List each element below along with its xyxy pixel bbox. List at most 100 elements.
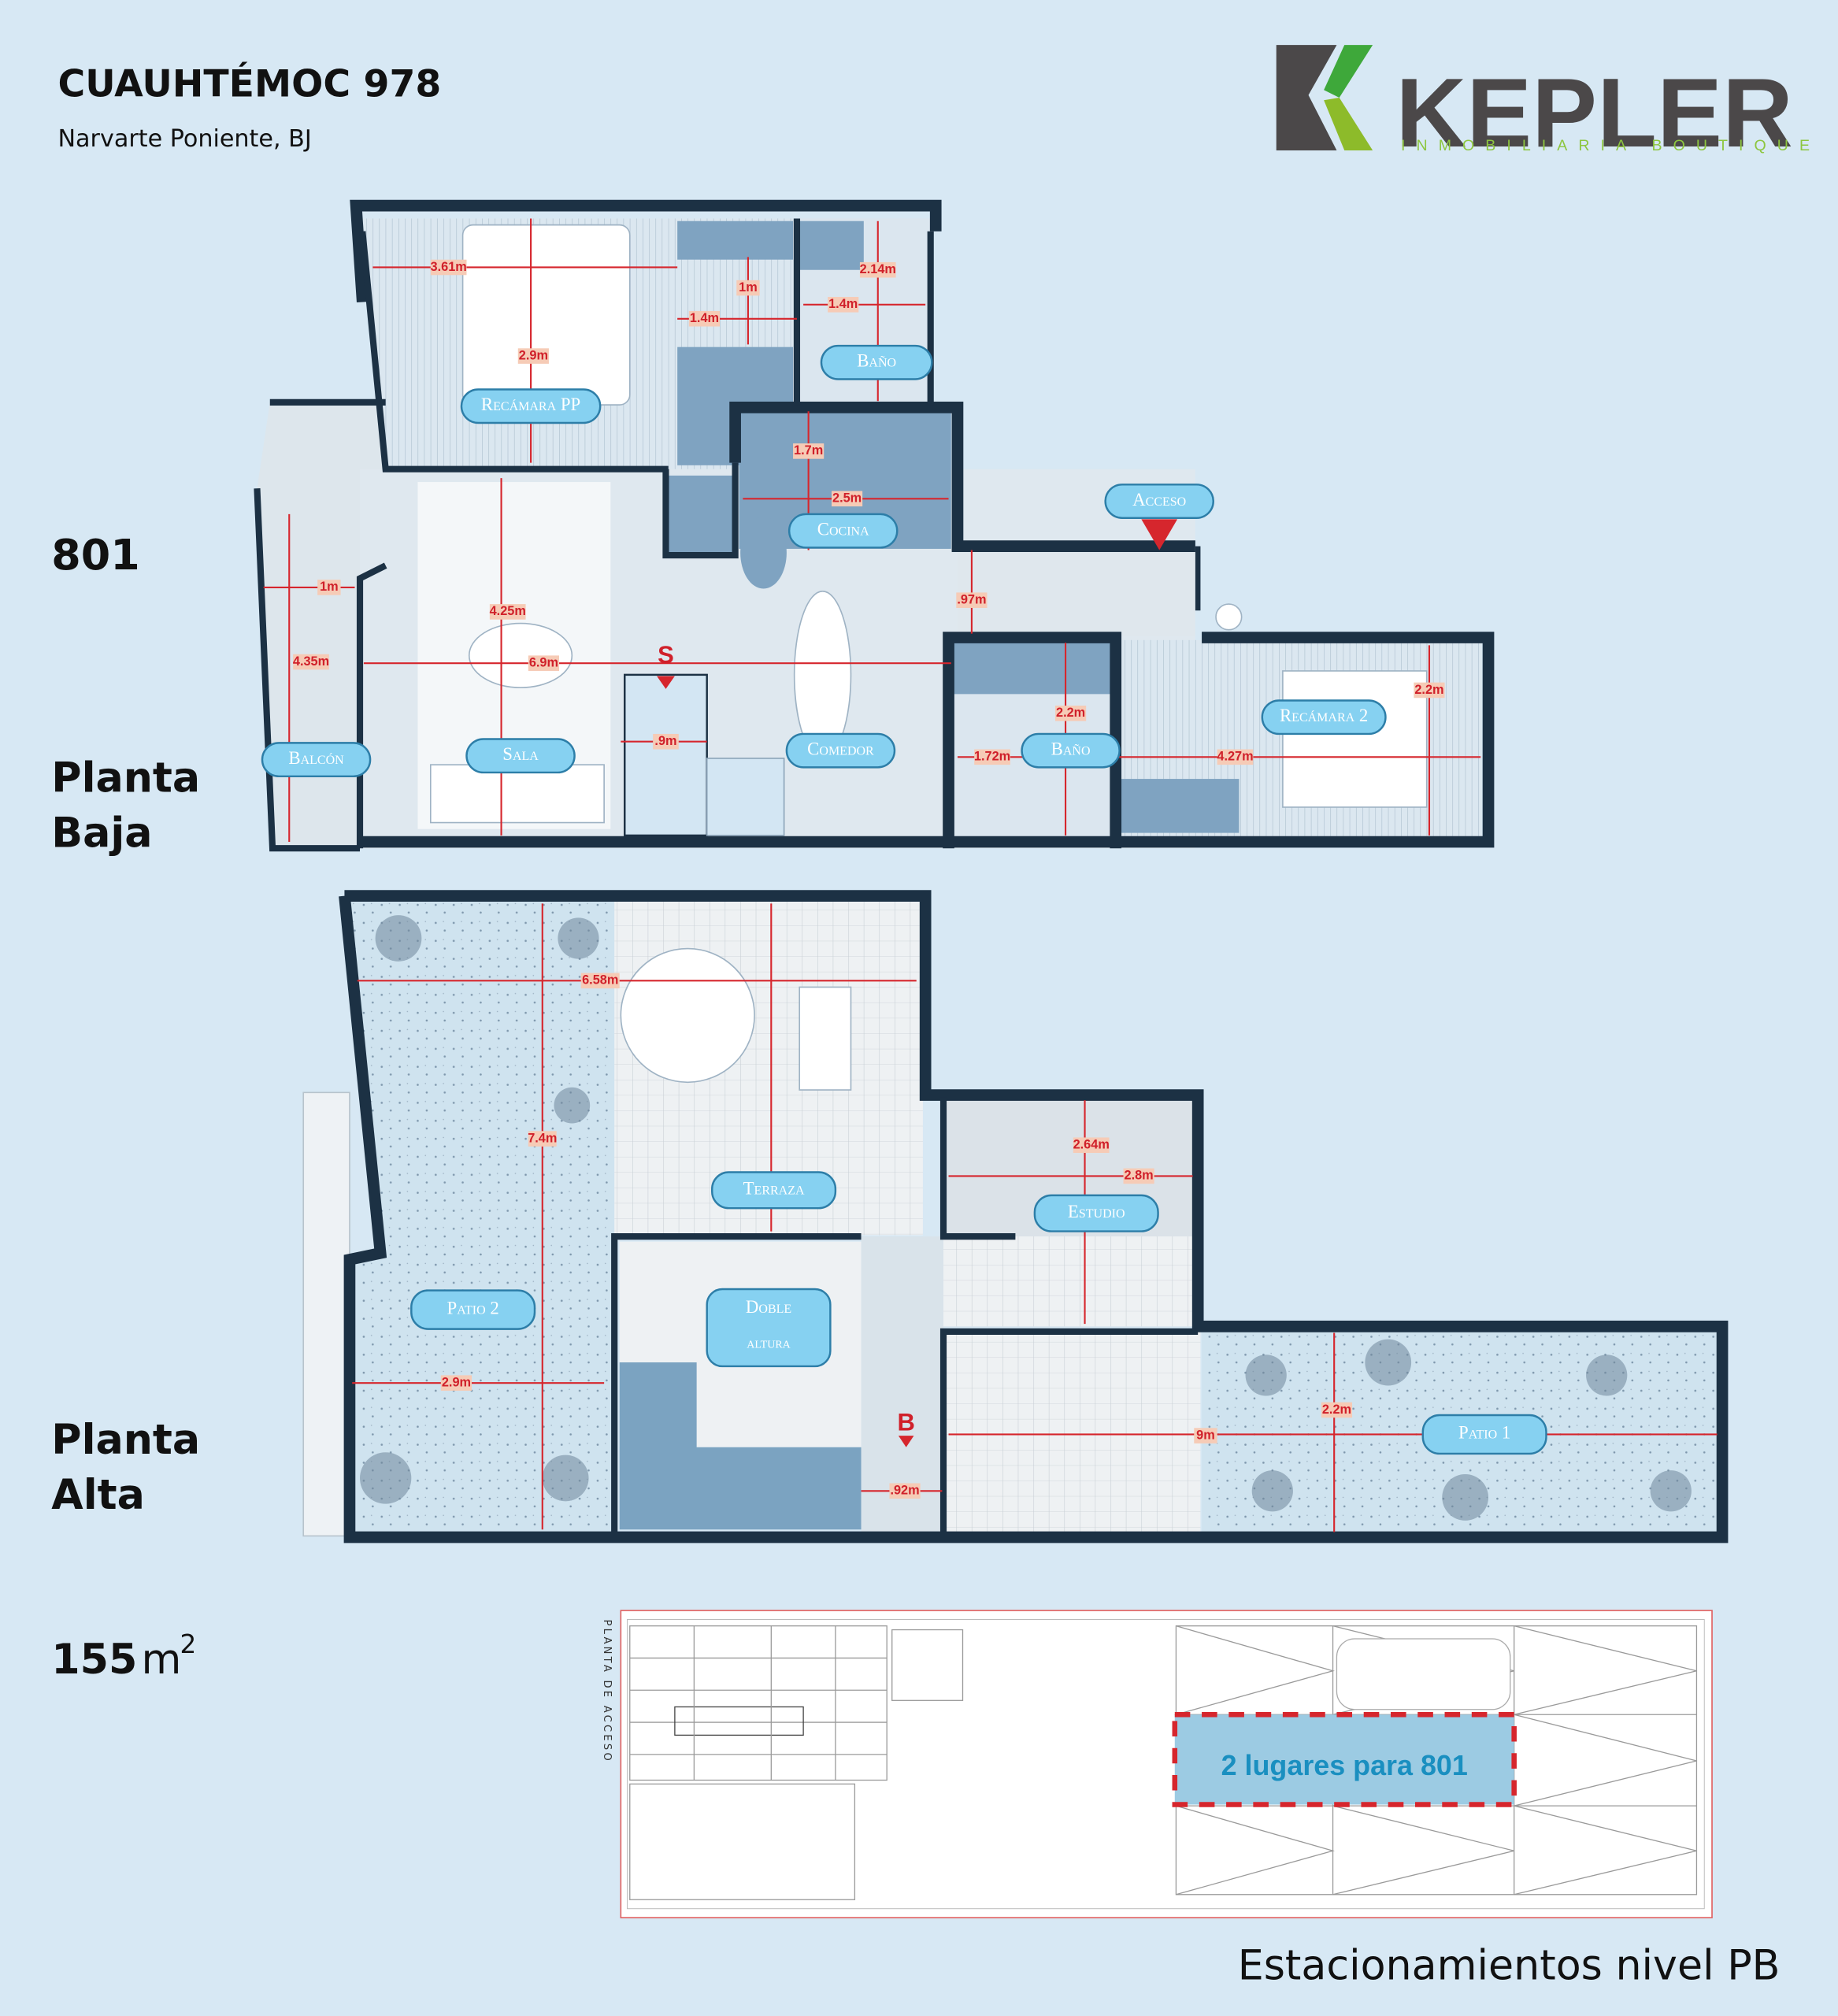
level-label-planta-baja-1: Planta xyxy=(51,754,200,802)
room-name: Recámara 2 xyxy=(1280,706,1368,725)
terrace-table xyxy=(799,986,852,1091)
dimension-labels: 3.61m 2.9m 1m 1.4m 2.14m 1.4m 1.7m 2.5m … xyxy=(293,259,1445,765)
dim-label: 3.61m xyxy=(431,259,467,276)
room-name: Sala xyxy=(502,744,539,764)
property-title: CUAUHTÉMOC 978 xyxy=(57,61,441,106)
stair xyxy=(624,673,708,837)
vanity xyxy=(799,220,864,270)
wall xyxy=(350,199,942,303)
dim-text: 2.9m xyxy=(442,1375,471,1389)
room-name: Comedor xyxy=(807,739,874,758)
dim-label: 2.8m xyxy=(1123,1168,1154,1184)
dim-text: 1.7m xyxy=(794,443,823,458)
area-unit: m xyxy=(142,1636,182,1684)
parking-plan: PLANTA DE ACCESO 2 lugares para 801 xyxy=(601,1610,1713,1918)
room-name: Terraza xyxy=(743,1179,805,1199)
room-name: Cocina xyxy=(817,519,869,539)
dim-label: 1.7m xyxy=(793,443,825,459)
wall xyxy=(360,632,1495,848)
room-name: altura xyxy=(747,1336,791,1352)
wall xyxy=(939,1097,1016,1240)
wall xyxy=(611,1233,862,1538)
kepler-logo: KEPLER INMOBILIARIA BOUTIQUE xyxy=(1276,45,1821,168)
dim-text: 3.61m xyxy=(431,260,467,274)
stair-landing-alta xyxy=(943,1236,1195,1327)
dim-text: .92m xyxy=(890,1484,919,1498)
dim-label: 4.25m xyxy=(490,604,526,620)
room-label-acceso: Acceso xyxy=(1104,484,1214,519)
dim-text: .9m xyxy=(654,734,676,748)
dim-label: 2.5m xyxy=(832,491,863,507)
dim-label: 4.27m xyxy=(1217,749,1254,765)
dim-label: 1.4m xyxy=(688,310,721,327)
room-label-recamara-2: Recámara 2 xyxy=(1261,699,1387,736)
hall-floor xyxy=(861,1236,944,1532)
parking-outline xyxy=(620,1610,1713,1918)
area-exponent: 2 xyxy=(180,1629,197,1659)
stair-alta xyxy=(619,1362,862,1530)
dim-text: 2.14m xyxy=(860,262,896,276)
dim-text: 6.9m xyxy=(529,655,558,669)
room-name: Estudio xyxy=(1068,1202,1125,1221)
entrance-arrow-icon xyxy=(1141,519,1178,550)
dim-text: 1.4m xyxy=(828,297,858,311)
dim-text: 4.25m xyxy=(490,604,526,618)
unit-area: 155 m 2 xyxy=(51,1629,196,1684)
dim-label: 2.64m xyxy=(1073,1137,1110,1154)
room-label-bano-2: Baño xyxy=(1021,732,1121,769)
dim-text: 2.9m xyxy=(519,348,548,362)
level-label-planta-alta-2: Alta xyxy=(51,1472,145,1519)
parking-inner-outline xyxy=(627,1618,1705,1910)
stair-arrow-icon xyxy=(657,676,675,689)
dim-label: 6.58m xyxy=(580,973,620,989)
dim-label: 1m xyxy=(317,580,341,595)
dim-text: 2.2m xyxy=(1414,683,1443,697)
logo-lime-bar xyxy=(1324,98,1373,150)
room-label-doble-altura: Doble altura xyxy=(706,1288,832,1368)
stair-landing xyxy=(706,758,785,836)
stair-down-mark: B xyxy=(897,1409,914,1436)
plants xyxy=(360,915,1692,1521)
room-name: Baño xyxy=(1051,739,1091,758)
dim-label: 1m xyxy=(736,280,760,296)
stair-up-mark: S xyxy=(658,641,674,669)
logo-tagline: INMOBILIARIA BOUTIQUE xyxy=(1401,137,1821,154)
dim-text: 6.58m xyxy=(582,973,618,988)
umbrella xyxy=(620,947,755,1084)
parking-caption: Estacionamientos nivel PB xyxy=(1238,1942,1781,1989)
wall xyxy=(359,231,669,472)
dim-text: 4.27m xyxy=(1217,750,1253,764)
level-label-planta-alta-1: Planta xyxy=(51,1417,200,1464)
dim-text: 2.8m xyxy=(1125,1169,1154,1183)
dim-label: 2.2m xyxy=(1055,706,1087,721)
room-label-cocina: Cocina xyxy=(787,513,899,549)
dim-label: 2.2m xyxy=(1321,1402,1353,1418)
dim-label: .92m xyxy=(889,1483,921,1499)
access-floor xyxy=(957,546,1195,636)
planta-alta-plan: 6.58m 7.4m 2.64m 2.8m 2.9m 9m 2.2m .92m … xyxy=(302,890,1729,1544)
room-label-recamara-pp: Recámara PP xyxy=(460,388,602,424)
level-label-planta-baja-2: Baja xyxy=(51,810,152,858)
wall xyxy=(939,1328,1199,1538)
dim-label: 6.9m xyxy=(528,655,560,671)
patio-2-floor xyxy=(349,898,615,1534)
wall xyxy=(339,890,1729,1544)
dim-text: 1.72m xyxy=(974,750,1010,764)
dim-text: 1m xyxy=(739,280,758,295)
room-name: Patio 2 xyxy=(447,1298,499,1317)
dim-label: 9m xyxy=(1194,1428,1217,1443)
logo-green-bar xyxy=(1324,45,1373,98)
dim-label: 2.14m xyxy=(860,261,896,278)
room-name: Baño xyxy=(857,350,896,370)
vanity-2 xyxy=(954,643,1111,695)
dim-text: 2.5m xyxy=(832,491,862,506)
dim-label: .9m xyxy=(653,733,679,750)
unit-number: 801 xyxy=(51,530,139,580)
dim-text: .97m xyxy=(957,593,986,607)
dim-label: 2.2m xyxy=(1414,682,1445,699)
room-label-comedor: Comedor xyxy=(785,732,896,769)
fridge-block xyxy=(668,475,733,556)
wall xyxy=(729,402,1195,553)
room-name: Doble xyxy=(746,1297,791,1317)
